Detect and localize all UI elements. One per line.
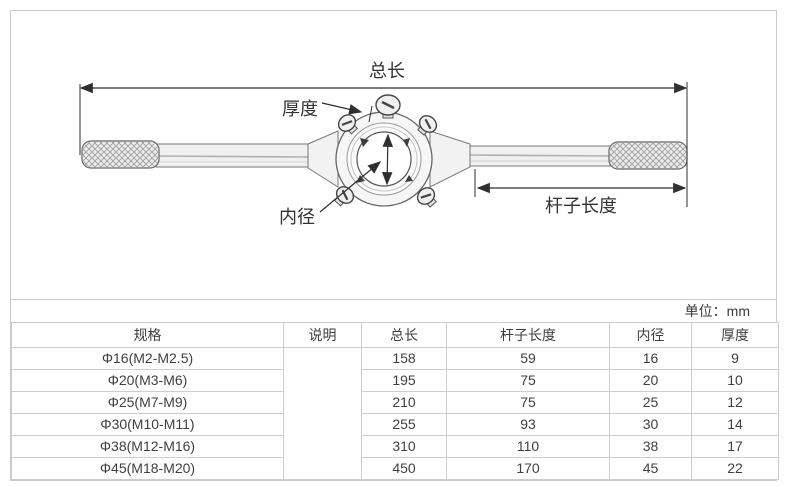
clamp-screw-tips [356, 138, 413, 183]
table-row: Φ16(M2-M2.5) 158 59 16 9 [11, 347, 779, 480]
dim-inner-diameter [319, 133, 394, 213]
col-header-inner-diameter: 内径 [609, 322, 692, 348]
inner-diameter-cell: 16 [609, 347, 692, 370]
table-row: Φ45(M18-M20) 450 170 45 22 [11, 457, 779, 480]
col-header-rod-length: 杆子长度 [446, 322, 610, 348]
spec-cell: Φ30(M10-M11) [11, 413, 284, 436]
total-length-cell: 210 [361, 391, 447, 414]
left-arm [307, 130, 339, 188]
product-spec-sheet: 总长 厚度 内径 杆子长度 单位：mm [10, 10, 779, 481]
die-stock-wrench-diagram: 总长 厚度 内径 杆子长度 [79, 61, 688, 227]
dim-total-length [79, 82, 688, 207]
total-length-cell: 450 [361, 457, 447, 480]
spec-cell: Φ16(M2-M2.5) [11, 347, 284, 370]
col-header-total-length: 总长 [361, 322, 447, 348]
thickness-cell: 22 [691, 457, 779, 480]
spec-cell: Φ38(M12-M16) [11, 435, 284, 458]
inner-diameter-cell: 38 [609, 435, 692, 458]
rod-length-label: 杆子长度 [545, 196, 617, 216]
spec-table: 规格 说明 总长 杆子长度 内径 厚度 Φ16(M2-M2.5) 158 59 … [11, 322, 779, 480]
dim-rod-length [474, 169, 687, 197]
rod-length-cell: 93 [446, 413, 610, 436]
rod-length-cell: 59 [446, 347, 610, 370]
total-length-cell: 255 [361, 413, 447, 436]
table-row: Φ25(M7-M9) 210 75 25 12 [11, 391, 779, 414]
handle-bar [81, 130, 688, 188]
table-row: Φ30(M10-M11) 255 93 30 14 [11, 413, 779, 436]
rod-length-cell: 110 [446, 435, 610, 458]
col-header-spec: 规格 [11, 322, 284, 348]
inner-diameter-cell: 45 [609, 457, 692, 480]
spec-cell: Φ25(M7-M9) [11, 391, 284, 414]
thumb-screw-top [375, 94, 401, 119]
thickness-cell: 12 [691, 391, 779, 414]
total-length-cell: 158 [361, 347, 447, 370]
thickness-cell: 10 [691, 369, 779, 392]
diagram-panel: 总长 厚度 内径 杆子长度 [11, 11, 776, 300]
thickness-cell: 9 [691, 347, 779, 370]
inner-diameter-cell: 20 [609, 369, 692, 392]
die-holder-ring [333, 94, 438, 208]
rod-length-cell: 75 [446, 369, 610, 392]
inner-diameter-label: 内径 [279, 207, 315, 227]
thickness-label: 厚度 [282, 99, 318, 119]
right-arm [429, 130, 471, 188]
inner-diameter-cell: 30 [609, 413, 692, 436]
total-length-label: 总长 [369, 61, 405, 81]
col-header-thickness: 厚度 [691, 322, 779, 348]
thumb-screw-upper-left [337, 114, 359, 135]
dim-thickness [321, 102, 373, 123]
total-length-cell: 310 [361, 435, 447, 458]
table-row: Φ38(M12-M16) 310 110 38 17 [11, 435, 779, 458]
rod-length-cell: 75 [446, 391, 610, 414]
col-header-desc: 说明 [283, 322, 362, 348]
rod-length-cell: 170 [446, 457, 610, 480]
thumb-screw-lower-right [416, 187, 437, 208]
desc-cell [283, 347, 362, 480]
spec-cell: Φ20(M3-M6) [11, 369, 284, 392]
spec-cell: Φ45(M18-M20) [11, 457, 284, 480]
thumb-screw-upper-right [417, 115, 438, 136]
inner-diameter-cell: 25 [609, 391, 692, 414]
table-header-row: 规格 说明 总长 杆子长度 内径 厚度 [11, 322, 779, 348]
unit-note: 单位：mm [11, 300, 776, 322]
total-length-cell: 195 [361, 369, 447, 392]
left-knurl-grip [81, 140, 160, 169]
right-knurl-grip [608, 141, 688, 170]
thickness-cell: 14 [691, 413, 779, 436]
thickness-cell: 17 [691, 435, 779, 458]
table-row: Φ20(M3-M6) 195 75 20 10 [11, 369, 779, 392]
